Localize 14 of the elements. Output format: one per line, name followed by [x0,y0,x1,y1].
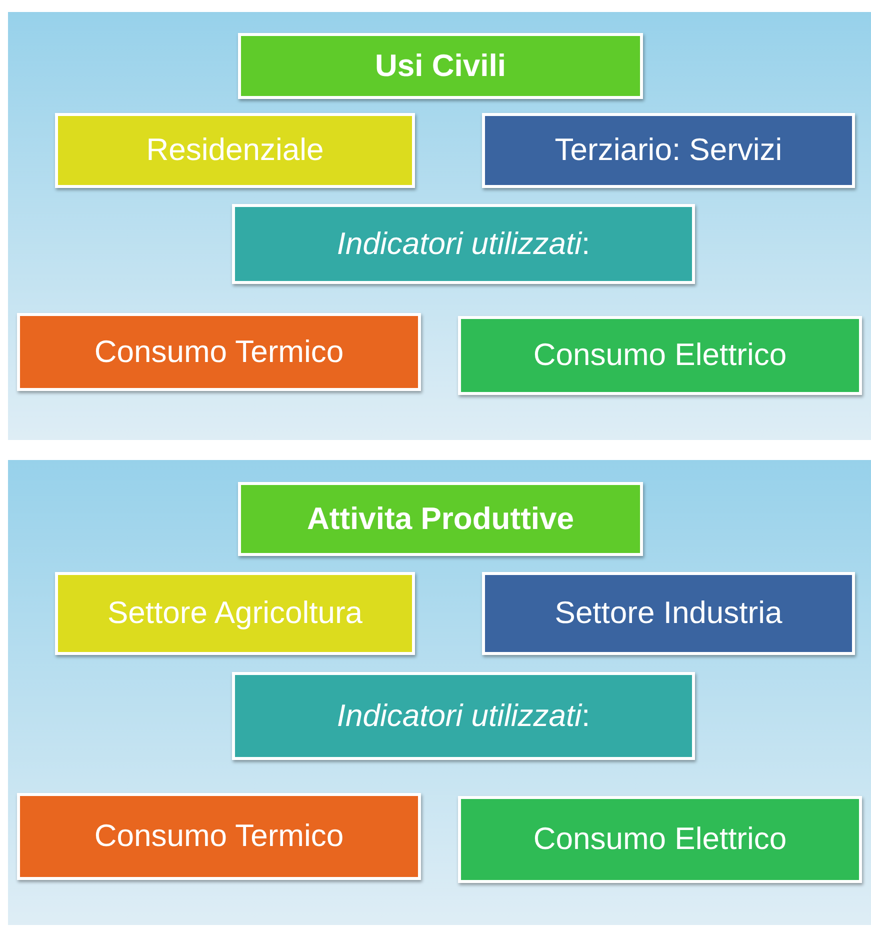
category-box: Usi Civili [238,33,643,99]
category-box: Settore Industria [482,572,855,655]
category-box: Indicatori utilizzati: [232,672,695,760]
category-box: Attivita Produttive [238,482,643,556]
category-box: Consumo Elettrico [458,316,862,395]
category-box: Residenziale [55,113,415,188]
panel-background [8,12,871,440]
category-box: Settore Agricoltura [55,572,415,655]
category-box: Consumo Elettrico [458,796,862,883]
category-box: Consumo Termico [17,793,421,880]
category-box: Terziario: Servizi [482,113,855,188]
panel-background [8,460,871,925]
category-box: Consumo Termico [17,313,421,391]
category-box: Indicatori utilizzati: [232,204,695,284]
